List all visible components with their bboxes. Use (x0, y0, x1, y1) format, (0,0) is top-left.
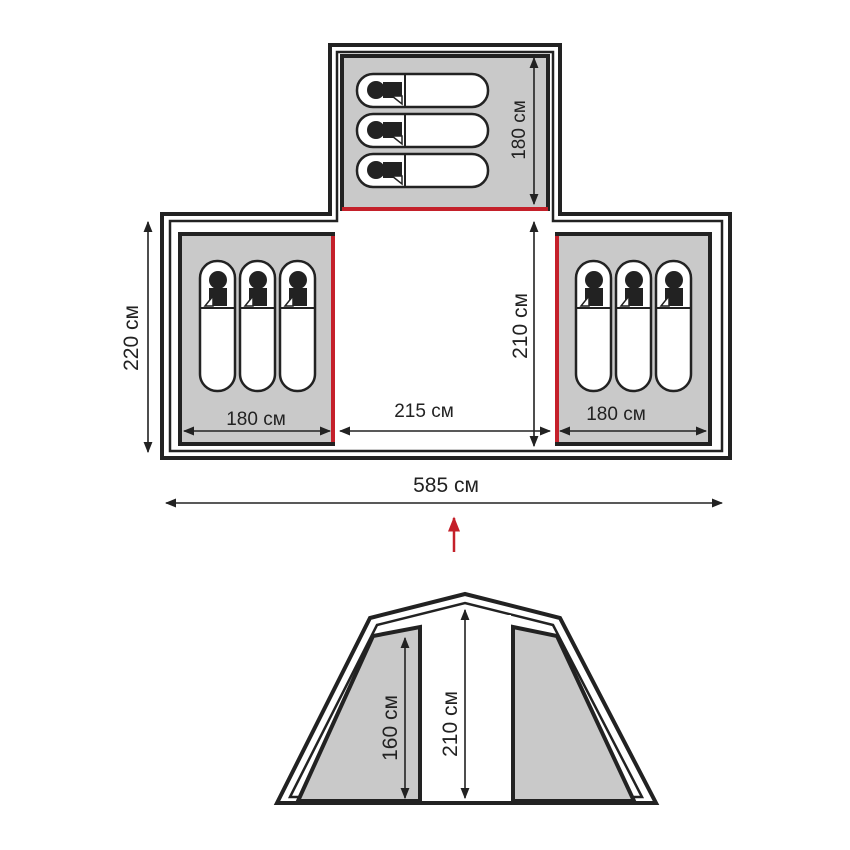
sleeping-bag-icon (654, 259, 693, 393)
label-right-room-width: 180 см (586, 404, 646, 425)
label-vestibule-depth: 210 см (509, 293, 532, 359)
right-room-bags (574, 259, 693, 393)
floor-plan: 220 см 180 см 210 см 180 см 215 см 180 с… (120, 43, 732, 508)
sleeping-bag-icon (355, 152, 490, 189)
tent-outline-outer (160, 43, 732, 460)
label-overall-width: 585 см (413, 474, 479, 497)
front-elevation: 160 см 210 см (273, 591, 660, 805)
sleeping-bag-icon (238, 259, 277, 393)
sleeping-bag-icon (355, 72, 490, 109)
sleeping-bag-icon (355, 112, 490, 149)
tent-outline-inner (168, 50, 724, 453)
top-room-bags (355, 72, 490, 189)
left-room-bags (198, 259, 317, 393)
label-left-room-width: 180 см (226, 409, 286, 430)
label-side-depth: 220 см (120, 305, 143, 371)
sleeping-bag-icon (278, 259, 317, 393)
sleeping-bag-icon (574, 259, 613, 393)
elevation-door-opening (422, 615, 511, 803)
label-center-height: 210 см (439, 691, 462, 757)
elevation-right-panel (511, 624, 638, 803)
label-side-height: 160 см (379, 695, 402, 761)
label-top-room-length: 180 см (509, 100, 530, 160)
sleeping-bag-icon (198, 259, 237, 393)
label-vestibule-width: 215 см (394, 401, 454, 422)
sleeping-bag-icon (614, 259, 653, 393)
